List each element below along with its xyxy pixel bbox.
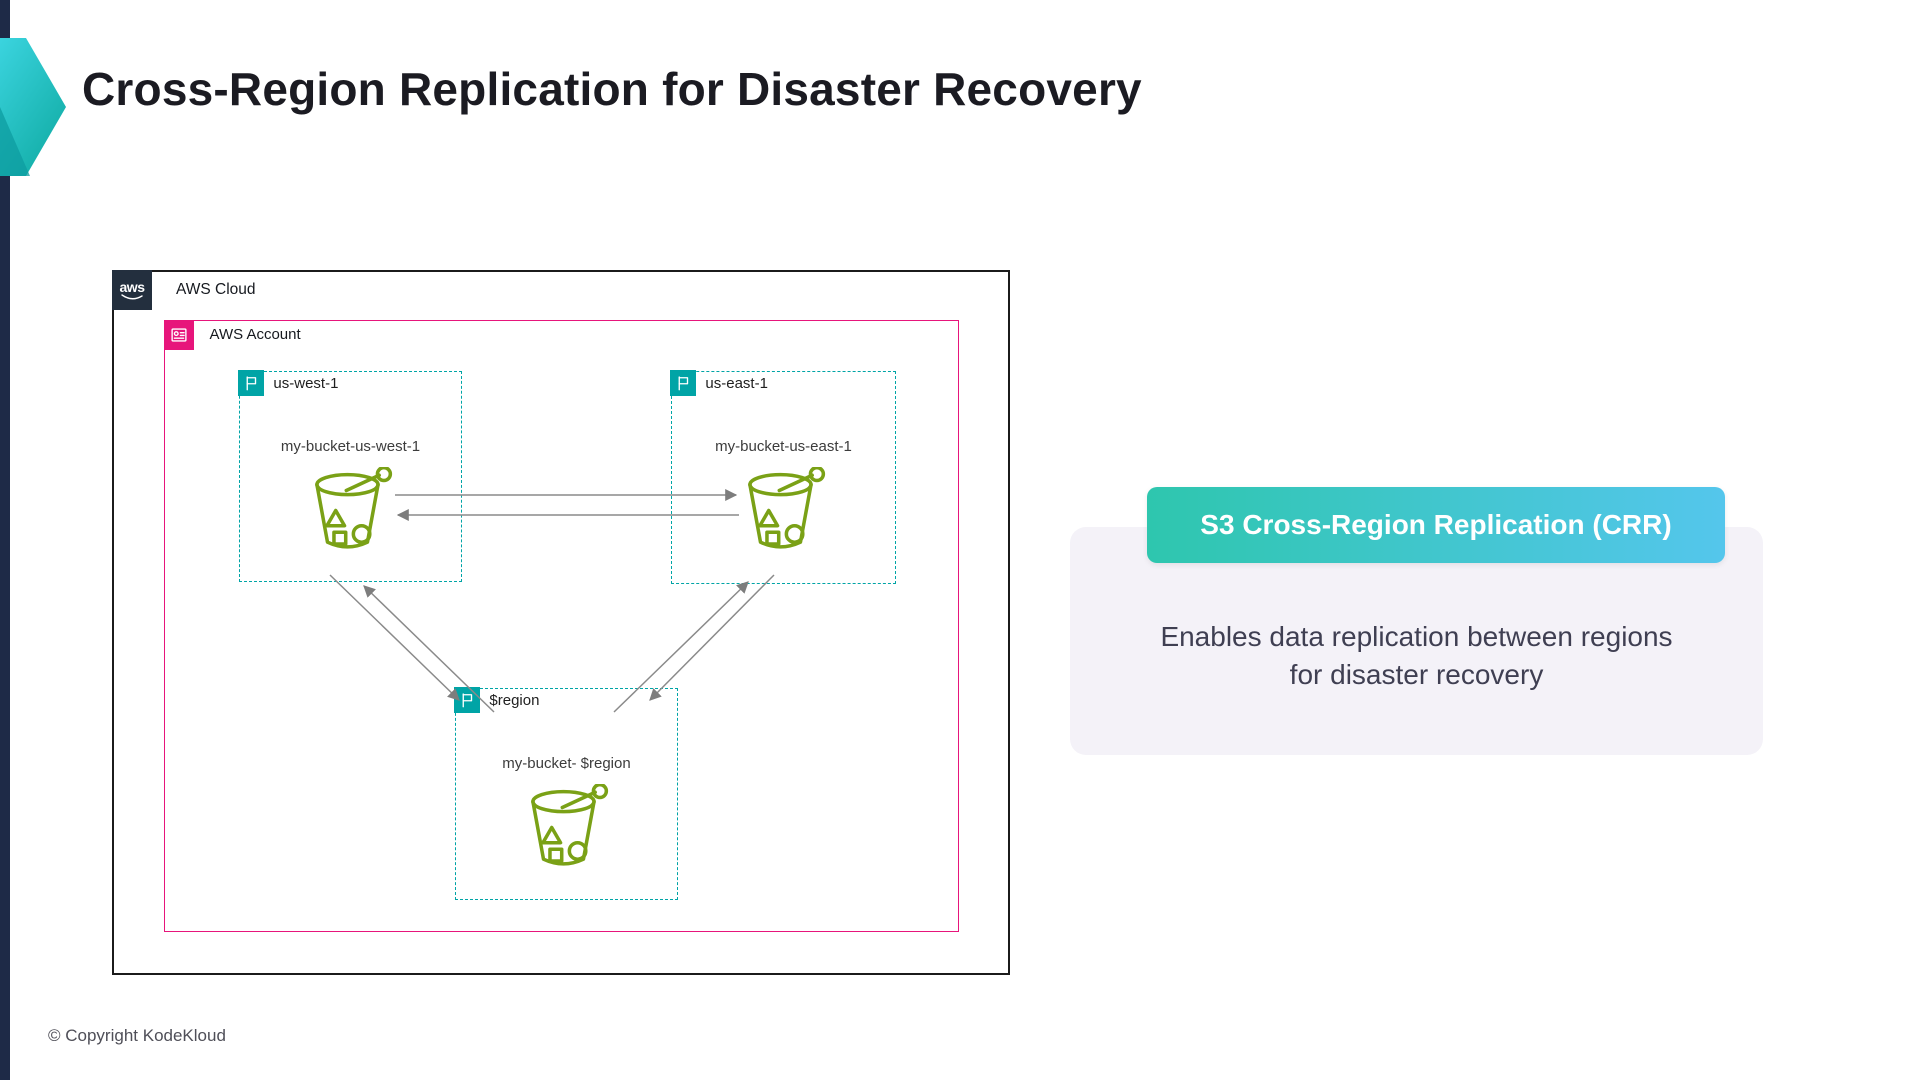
callout-card — [1070, 527, 1763, 755]
aws-logo-text: aws — [119, 278, 145, 295]
bucket-name: my-bucket- $region — [502, 755, 631, 772]
region-flag-icon — [238, 370, 265, 397]
region-us-east-1: us-east-1 my-bucket-us-east-1 — [670, 370, 896, 584]
page-title: Cross-Region Replication for Disaster Re… — [82, 63, 1142, 115]
s3-bucket-icon — [747, 467, 825, 549]
s3-bucket-icon — [314, 467, 392, 549]
aws-architecture-diagram: aws AWS Cloud AWS Acc — [112, 270, 1010, 975]
title-chevron-icon — [0, 38, 66, 176]
bucket-name: my-bucket-us-west-1 — [280, 438, 421, 455]
region-label: us-west-1 — [273, 374, 339, 392]
s3-bucket-icon — [530, 784, 608, 866]
aws-smile-icon — [121, 293, 143, 299]
callout-body: Enables data replication between regions… — [1070, 618, 1763, 694]
callout-body-line2: for disaster recovery — [1289, 659, 1544, 690]
region-label: us-east-1 — [705, 374, 768, 392]
region-us-west-1: us-west-1 my-bucket-us-west-1 — [238, 370, 462, 582]
aws-account-icon — [163, 319, 194, 350]
aws-cloud-header: aws AWS Cloud — [112, 270, 256, 310]
region-flag-icon — [670, 370, 697, 397]
callout-body-line1: Enables data replication between regions — [1160, 621, 1673, 652]
aws-account-label: AWS Account — [209, 326, 301, 343]
copyright: © Copyright KodeKloud — [48, 1026, 226, 1045]
callout-heading: S3 Cross-Region Replication (CRR) — [1147, 487, 1725, 563]
aws-cloud-icon: aws — [112, 270, 152, 310]
region-header: $region — [454, 687, 540, 714]
aws-account-group: AWS Account us-west-1 my-bucke — [163, 319, 959, 932]
left-edge-bar — [0, 0, 10, 1080]
aws-account-header: AWS Account — [163, 319, 301, 350]
region-header: us-west-1 — [238, 370, 339, 397]
region-flag-icon — [454, 687, 481, 714]
region-label: $region — [489, 691, 540, 709]
aws-cloud-label: AWS Cloud — [176, 281, 256, 298]
region-header: us-east-1 — [670, 370, 768, 397]
bucket-name: my-bucket-us-east-1 — [715, 438, 852, 455]
region-variable: $region my-bucket- $region — [454, 687, 678, 900]
